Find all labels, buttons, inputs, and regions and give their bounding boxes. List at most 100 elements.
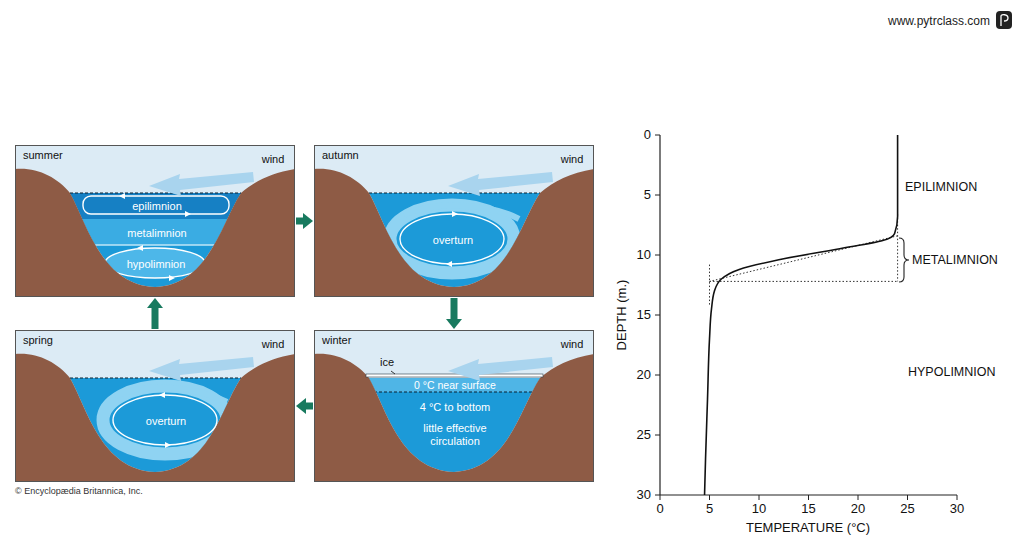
circulation-loop: [83, 196, 229, 214]
axis-tick: 25: [900, 502, 914, 517]
loop-arrowhead: [446, 261, 452, 267]
circulation-loop: [400, 214, 504, 264]
layer-band: hypolimnion: [124, 257, 189, 272]
spring-scene: [15, 330, 295, 482]
circulation-swirl: overturn: [143, 414, 189, 429]
season-panel: summer epilimnion metalimnion hypolimnion: [15, 145, 295, 297]
tick-mark: [655, 315, 660, 316]
layer-band: metalimnion: [124, 226, 189, 241]
layer-name: HYPOLIMNION: [908, 365, 996, 379]
layer-name: EPILIMNION: [905, 180, 977, 194]
layer-text: 4 °C to bottom: [407, 401, 503, 414]
autumn-scene: [314, 145, 594, 297]
water-layer: 0 °C near surface: [411, 378, 499, 392]
season-name: autumn: [322, 149, 359, 162]
tick-mark: [759, 495, 760, 500]
ice-sheet: [366, 374, 543, 377]
sky: [314, 330, 594, 482]
tick-mark: [957, 495, 958, 500]
cycle-arrow: [152, 308, 159, 329]
loop-arrowhead: [169, 275, 175, 281]
ice-label: ice: [380, 356, 394, 369]
tick-mark: [655, 255, 660, 256]
tick-mark: [655, 195, 660, 196]
tick-mark: [655, 375, 660, 376]
wind-arrow: [448, 172, 553, 196]
circulation-swirl: overturn: [430, 233, 476, 248]
axis-tick: 30: [950, 502, 964, 517]
ground: [15, 169, 295, 297]
axis-tick: 10: [637, 248, 651, 263]
circulation-loop: [105, 248, 205, 278]
axis-tick: 30: [637, 488, 651, 503]
logo-mark: [996, 11, 1012, 29]
wind-label: wind: [262, 153, 285, 166]
layer-text: metalimnion: [127, 227, 186, 240]
layer-text: hypolimnion: [127, 258, 186, 271]
sky: [314, 145, 594, 297]
site-logo: [996, 11, 1012, 29]
season-name: spring: [23, 334, 53, 347]
ground: [314, 354, 594, 482]
range-bracket: [899, 238, 909, 282]
circulation-loop: [113, 395, 217, 445]
axis-tick: 20: [637, 368, 651, 383]
axis-tick: 15: [637, 308, 651, 323]
logo-mark: [1001, 15, 1008, 26]
layer-text: overturn: [433, 234, 473, 247]
loop-arrowhead: [185, 211, 191, 217]
axis-tick: 15: [801, 502, 815, 517]
loop-arrowhead: [119, 193, 125, 199]
leader-line: [391, 371, 395, 374]
tick-mark: [655, 435, 660, 436]
watermark: www.pytrclass.com: [888, 15, 990, 29]
summer-scene: [15, 145, 295, 297]
axis-title: DEPTH (m.): [615, 280, 630, 351]
tick-mark: [655, 495, 660, 496]
loop-arrowhead: [452, 211, 458, 217]
axis-tick: 25: [637, 428, 651, 443]
sky: [15, 145, 295, 297]
wind-arrow: [149, 172, 254, 196]
axis-tick: 10: [752, 502, 766, 517]
cycle-arrow: [296, 218, 303, 225]
season-panel: spring overturn: [15, 330, 295, 482]
copyright-note: © Encyclopædia Britannica, Inc.: [15, 486, 143, 496]
loop-arrowhead: [137, 245, 143, 251]
tick-mark: [907, 495, 908, 500]
water-layer: 4 °C to bottom little effective circulati…: [404, 400, 506, 449]
guide-line: [709, 265, 710, 306]
loop-arrowhead: [159, 392, 165, 398]
loop-arrowhead: [165, 442, 171, 448]
season-name: summer: [23, 149, 63, 162]
axis-title: TEMPERATURE (°C): [746, 521, 870, 536]
axis-tick: 5: [706, 502, 713, 517]
axis-tick: 20: [851, 502, 865, 517]
season-panel: winter 0 °C near surface 4 °C to bottom lit…: [314, 330, 594, 482]
wind-arrow: [149, 357, 254, 381]
tick-mark: [709, 495, 710, 500]
wind-label: wind: [561, 153, 584, 166]
ground: [15, 354, 295, 482]
axis-tick: 0: [644, 128, 651, 143]
cycle-arrow: [451, 298, 458, 319]
guide-line: [710, 236, 898, 282]
season-panel: autumn overturn: [314, 145, 594, 297]
wind-arrow: [448, 357, 553, 381]
overturn-swirl: [404, 206, 519, 219]
ground: [314, 169, 594, 297]
layer-name: METALIMNION: [912, 253, 998, 267]
guide-line: [710, 281, 898, 282]
layer-text: overturn: [146, 415, 186, 428]
tick-mark: [808, 495, 809, 500]
layer-text: little effective circulation: [407, 422, 503, 447]
illustration-part: [390, 205, 519, 273]
layer-band: epilimnion: [129, 199, 185, 214]
tick-mark: [655, 135, 660, 136]
tick-mark: [858, 495, 859, 500]
wind-label: wind: [561, 338, 584, 351]
season-name: winter: [322, 334, 351, 347]
